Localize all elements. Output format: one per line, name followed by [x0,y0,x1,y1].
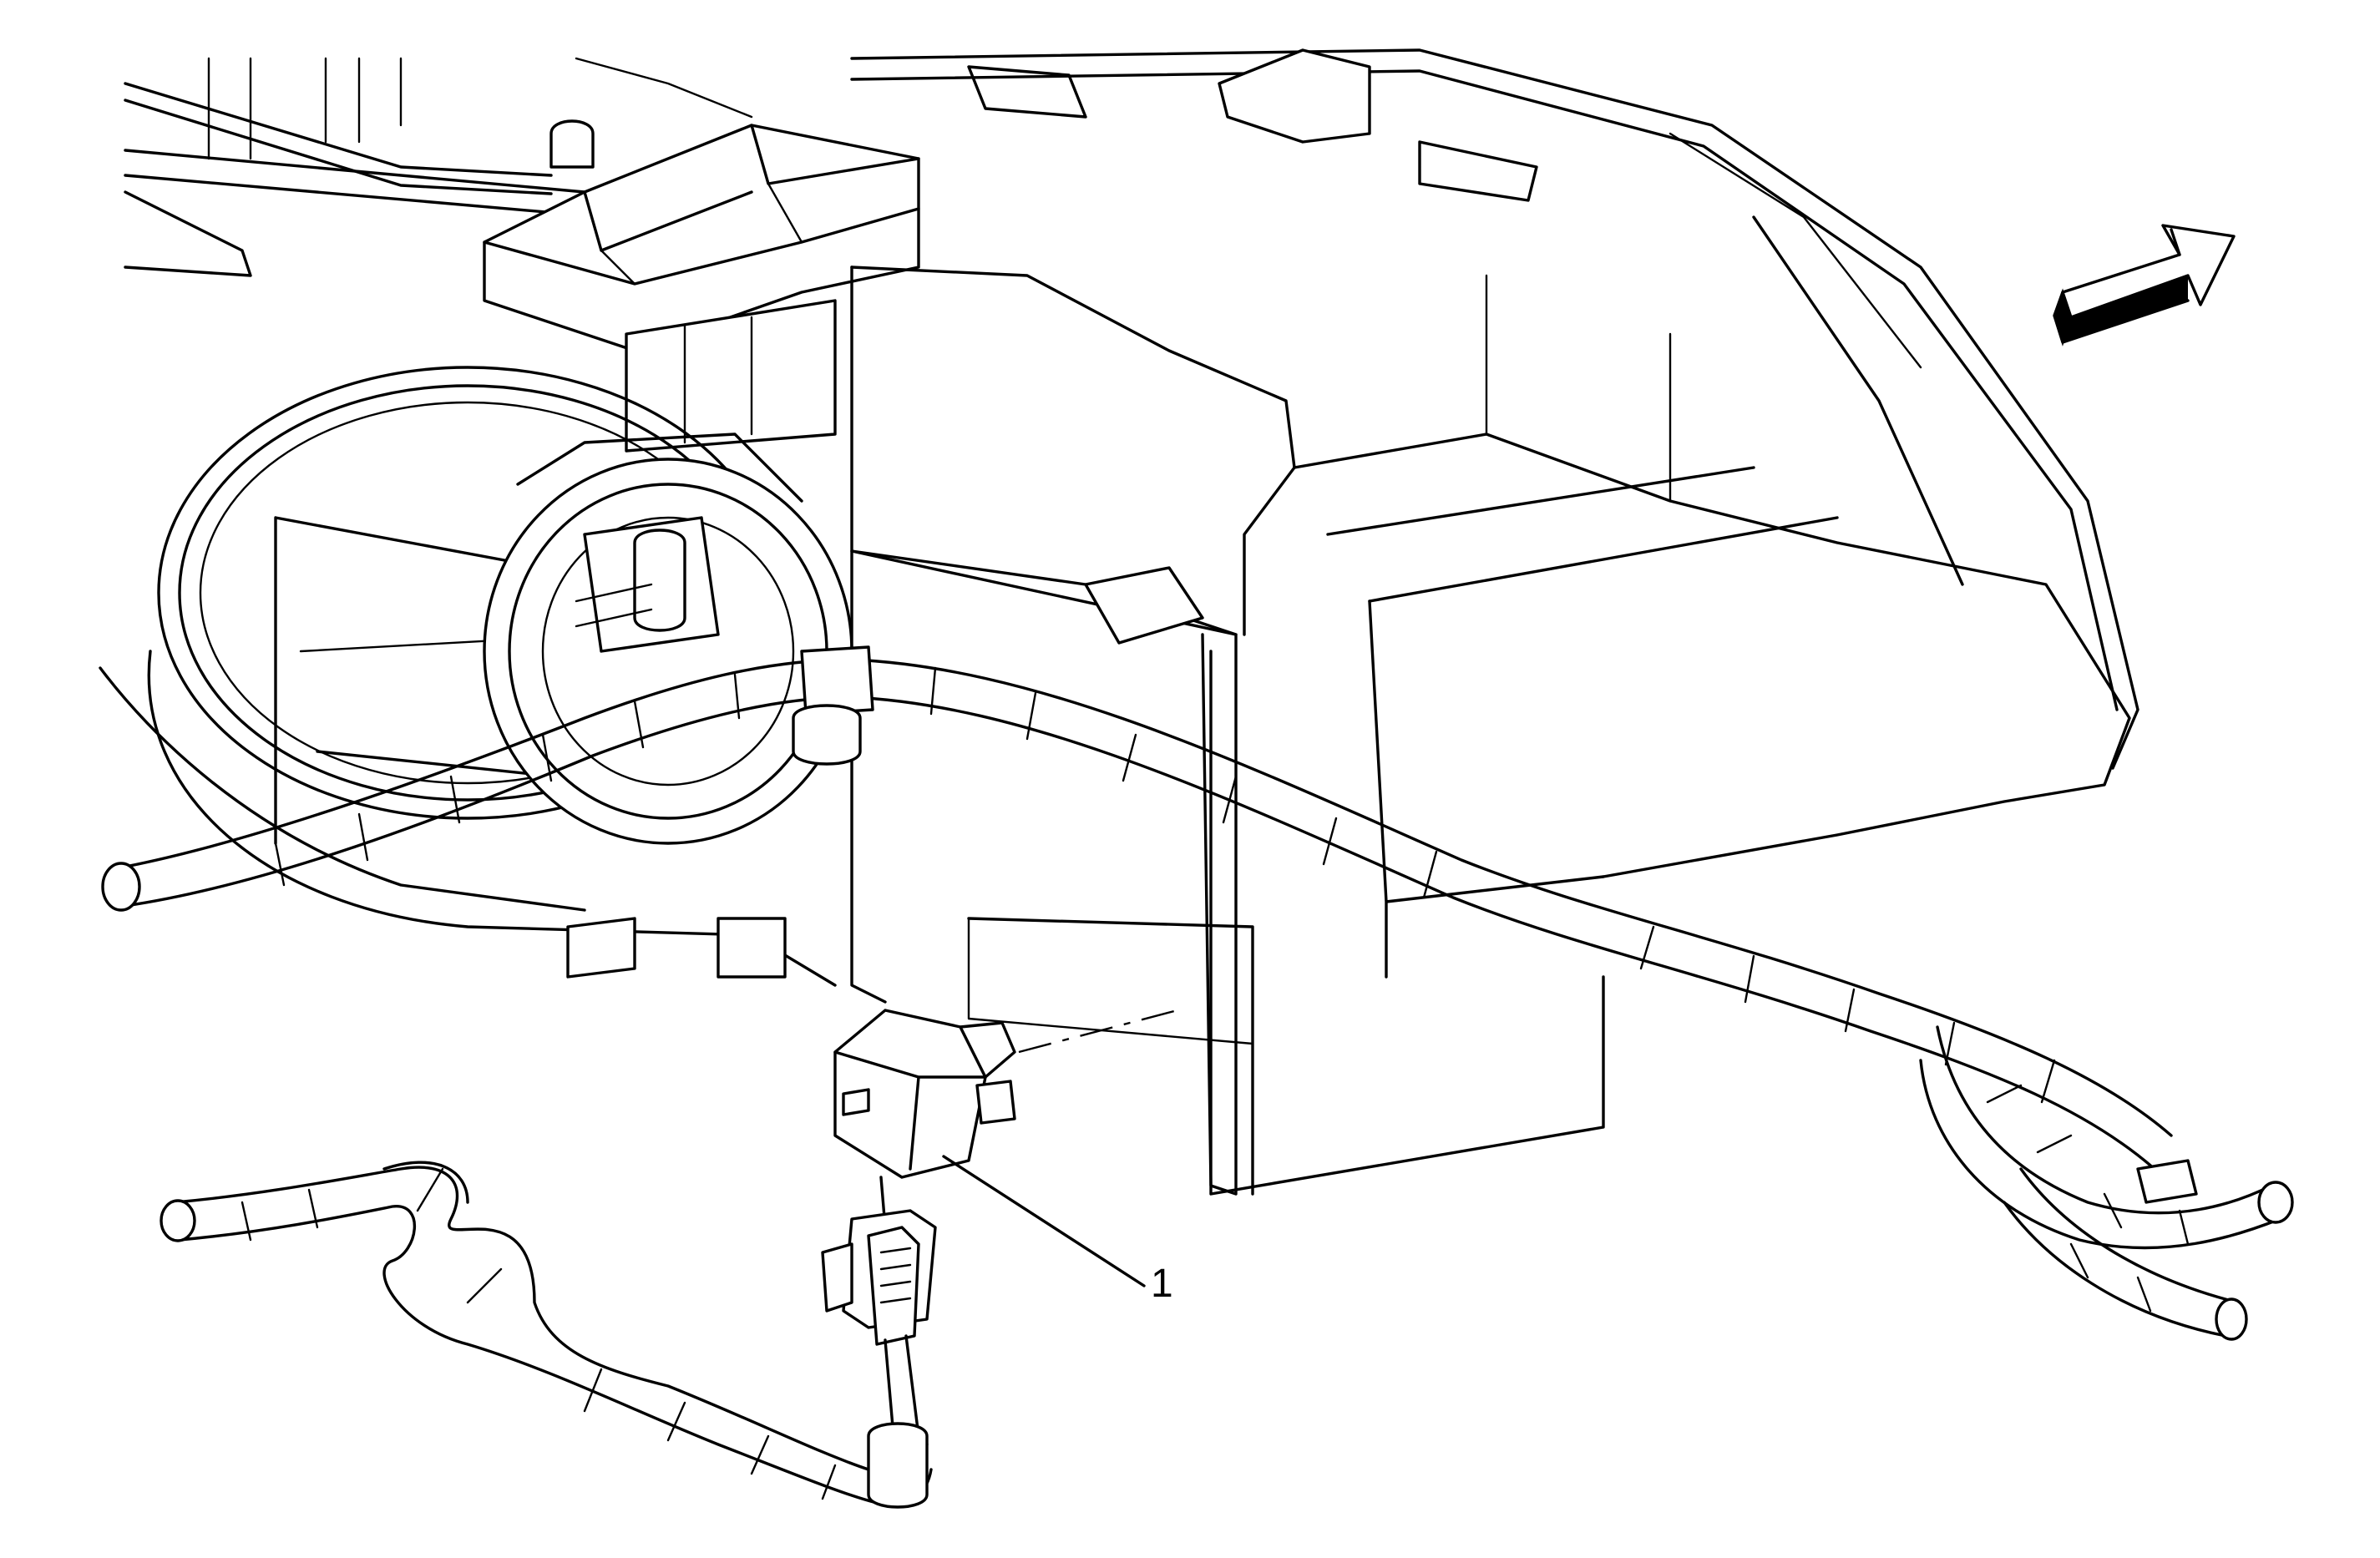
blower-motor [483,432,853,845]
upper-frame-members [124,57,778,277]
hvac-case [850,266,2131,1196]
sensor-component [833,1009,1016,1179]
callout-1-number: 1 [1151,1262,1173,1306]
arrow-up-right-icon [2053,224,2236,347]
lower-wiring-harness [160,1161,933,1509]
duct-lip [850,48,2139,770]
callout-1: 1 [942,1155,1173,1306]
right-harness-branches [1919,1025,2294,1341]
mounting-bracket [483,124,920,453]
callout-1-leader [942,1155,1146,1287]
sensor-pigtail [821,1176,937,1438]
main-wiring-harness [99,645,2173,1171]
install-path-line [1018,1009,1178,1054]
